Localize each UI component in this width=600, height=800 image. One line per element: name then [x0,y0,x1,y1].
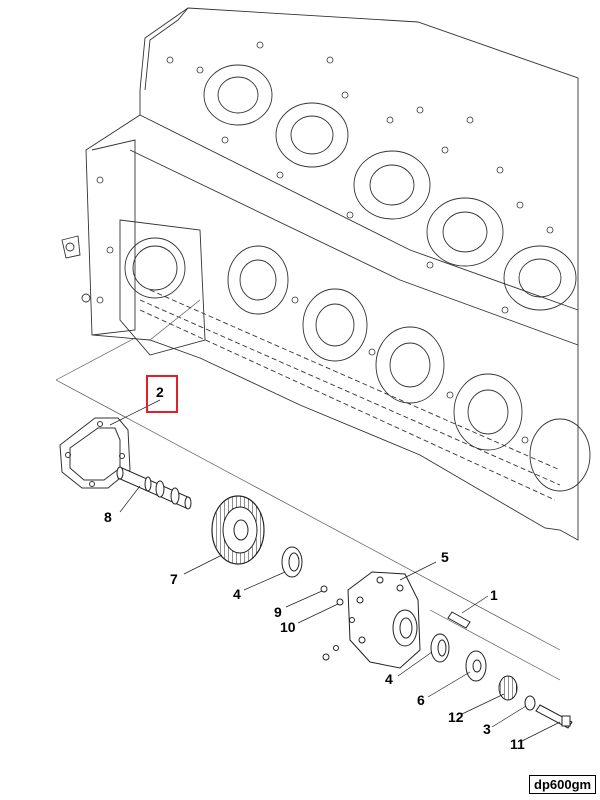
callout-9: 9 [274,604,282,620]
bushing-part-4-upper [281,546,303,578]
callout-3: 3 [483,721,491,737]
callout-1: 1 [490,587,498,603]
gear-part-7 [211,495,265,565]
callout-5: 5 [441,549,449,565]
callout-4-upper: 4 [233,586,241,602]
callout-10: 10 [280,619,296,635]
callout-12: 12 [448,709,464,725]
housing-part-5 [347,571,421,669]
figure-reference-code: dp600gm [529,775,597,794]
assembly-axis-lines [55,299,561,681]
callout-8: 8 [104,509,112,525]
shaft-part-8 [116,466,192,510]
leader-lines [109,399,561,742]
engine-block-drawing [61,7,591,541]
highlighted-callout-box[interactable] [146,375,178,413]
callout-6: 6 [417,692,425,708]
callout-7: 7 [170,571,178,587]
small-hardware [320,585,573,729]
callout-4-lower: 4 [385,671,393,687]
callout-2: 2 [156,384,164,400]
callout-11: 11 [510,736,525,752]
